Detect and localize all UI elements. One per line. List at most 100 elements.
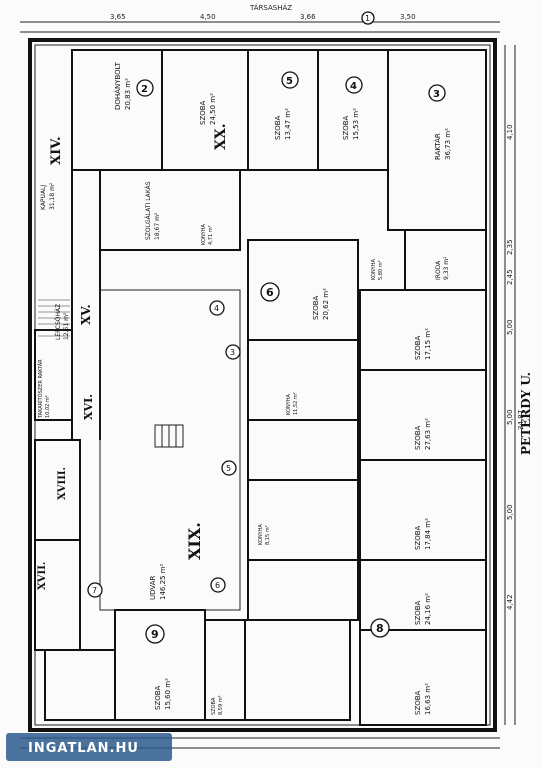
room-name-szolgalati: SZOLGÁLATI LAKÁS [145,181,152,240]
right-dim-2: 2,35 [506,239,514,255]
room-area-9: 15,60 m² [164,678,172,710]
marker-circle-6 [210,577,226,593]
right-dim-7: 4,42 [506,594,514,610]
room-badge-6: 6 [266,286,274,299]
top-dimension-line: 3,65 4,50 3,66 3,50 TÁRSASHÁZ [20,3,500,33]
room-name-b: SZOBA [414,425,422,450]
marker-5: 5 [226,464,231,473]
room-name-a: SZOBA [414,335,422,360]
room-badge-9: 9 [151,628,159,641]
room-roman-14: XIV. [49,136,64,165]
room-area-6: 20,62 m² [322,288,330,320]
room-area-konyha-4: 5,80 m² [378,260,384,280]
room-area-15: 12,61 m² [63,312,70,340]
room-area-c: 17,84 m² [424,518,432,550]
badge-circle-8 [370,618,390,638]
right-dimension-line: 4,10 2,35 2,45 5,00 5,00 5,00 4,42 34,87 [504,45,525,725]
top-dim-1: 3,65 [110,13,126,21]
section-markers: 1 3 4 5 6 7 [87,11,375,598]
marker-7: 7 [92,586,97,595]
badge-circle-5 [281,71,299,89]
marker-circle-4 [209,300,225,316]
right-dim-total: 34,87 [517,410,525,430]
room-area-16: 10,02 m² [45,395,51,418]
top-dim-2: 4,50 [200,13,216,21]
marker-circle-3 [225,344,241,360]
badge-circle-3 [428,84,446,102]
room-area-b: 27,63 m² [424,418,432,450]
marker-1: 1 [365,14,370,23]
room-name-6: SZOBA [312,295,320,320]
room-name-16: TAKARÍTÓSZER RAKTÁR [37,359,44,419]
marker-3: 3 [230,348,235,357]
right-dim-3: 2,45 [506,269,514,285]
room-roman-18: XVIII. [57,467,68,500]
room-area-20: 24,50 m² [209,93,217,125]
room-badge-2: 2 [141,84,148,95]
room-labels: DOHÁNYBOLT 20,83 m² 2 SZOBA 24,50 m² XX.… [37,61,452,715]
room-badge-8: 8 [376,622,384,635]
room-area-4: 15,53 m² [352,108,360,140]
interior-walls [34,49,487,726]
room-roman-17: XVII. [37,562,48,590]
room-roman-20: XX. [213,123,229,150]
marker-6: 6 [215,581,220,590]
room-area-iroda: 9,33 m² [443,256,450,280]
marker-circle-5 [221,460,237,476]
room-badge-4: 4 [350,81,357,92]
top-dim-3: 3,66 [300,13,316,21]
marker-circle-7 [87,582,103,598]
badge-circle-9 [145,624,165,644]
top-dim-4: 3,50 [400,13,416,21]
watermark-box [6,733,172,761]
room-area-szolgalati: 18,67 m² [154,212,161,240]
room-area-2: 20,83 m² [124,78,132,110]
room-name-20: SZOBA [199,100,207,125]
room-name-9: SZOBA [154,685,162,710]
room-area-8a: 24,16 m² [424,593,432,625]
room-name-19: UDVAR [149,575,157,600]
room-area-konyha-2: 11,52 m² [293,392,299,415]
room-roman-16: XVI. [82,394,95,420]
top-note: TÁRSASHÁZ [249,3,292,12]
room-name-15: LÉPCSŐHÁZ [54,304,62,340]
room-roman-15: XV. [79,304,93,325]
room-name-14: KAPUALJ [40,185,47,210]
courtyard-fountain [154,424,184,448]
watermark-text: INGATLAN.HU [28,741,139,756]
room-name-konyha-4: KONYHA [371,259,377,280]
room-area-a: 17,15 m² [424,328,432,360]
room-area-8b: 16,63 m² [424,683,432,715]
room-name-konyha-1: KONYHA [201,224,207,245]
marker-circle-1 [361,11,375,25]
badge-circle-4 [345,76,363,94]
room-name-pd: SZOBA [211,697,217,715]
room-name-5: SZOBA [274,115,282,140]
room-area-19: 146,25 m² [159,563,167,600]
room-name-2: DOHÁNYBOLT [113,61,122,110]
room-area-3: 36,73 m² [444,128,452,160]
watermark: INGATLAN.HU [6,733,172,761]
room-area-konyha-1: 4,71 m² [208,225,214,245]
room-area-pd: 8,59 m² [218,695,224,715]
room-name-8a: SZOBA [414,600,422,625]
room-area-konyha-3: 8,15 m² [265,525,271,545]
room-name-4: SZOBA [342,115,350,140]
badge-circle-6 [260,282,280,302]
room-name-3: RAKTÁR [433,133,442,160]
room-badge-3: 3 [433,89,440,100]
room-name-iroda: IRODA [435,260,442,280]
room-area-14: 31,18 m² [49,182,56,210]
right-dim-1: 4,10 [506,124,514,140]
room-name-konyha-2: KONYHA [286,394,292,415]
room-roman-19: XIX. [185,522,204,560]
room-badge-5: 5 [286,76,293,87]
right-dim-6: 5,00 [506,504,514,520]
room-area-5: 13,47 m² [284,108,292,140]
room-name-8b: SZOBA [414,690,422,715]
marker-4: 4 [214,304,219,313]
right-dim-4: 5,00 [506,319,514,335]
badge-circle-2 [136,79,154,97]
